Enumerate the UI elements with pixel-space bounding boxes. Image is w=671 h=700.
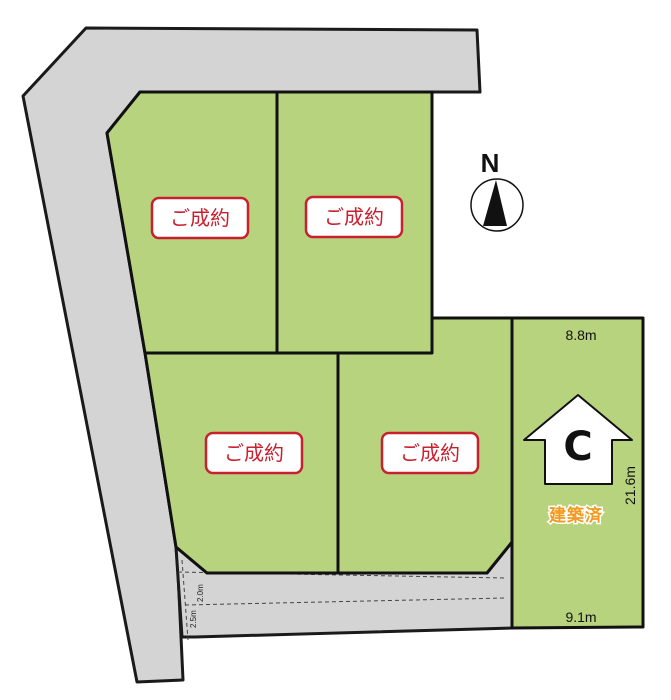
sold-badge-lot-4: ご成約	[380, 431, 480, 475]
sold-badge-frame	[304, 195, 404, 239]
sold-badge-frame	[204, 431, 304, 475]
road-boundary-dashed-upper	[177, 571, 506, 579]
sold-badge-text: ご成約	[224, 441, 284, 465]
built-status-label: 建築済	[549, 505, 603, 526]
road-width-b: 2.0m	[196, 584, 205, 602]
lots	[105, 90, 645, 630]
lot-c-width-top: 8.8m	[565, 327, 596, 343]
road-boundary-dashed-side	[181, 559, 189, 641]
lot-c-details: 8.8m 9.1m 21.6m C 建築済	[523, 327, 638, 625]
sold-badge-lot-3: ご成約	[204, 431, 304, 475]
sold-badge-frame	[380, 431, 480, 475]
sold-badge-lot-2: ご成約	[304, 195, 404, 239]
sold-badge-text: ご成約	[324, 205, 384, 229]
lot-c-width-bottom: 9.1m	[565, 609, 596, 625]
sold-badge-frame	[150, 196, 250, 240]
road-width-a: 2.5m	[189, 610, 198, 628]
sold-badge-lot-1: ご成約	[150, 196, 250, 240]
compass: N	[470, 148, 524, 232]
compass-north-label: N	[481, 148, 500, 178]
road-boundary-dashed-lower	[184, 597, 506, 606]
lot-c-depth: 21.6m	[622, 466, 638, 505]
sold-badge-text: ご成約	[400, 441, 460, 465]
lot-c-label: C	[563, 424, 592, 470]
north-arrow-icon	[483, 180, 507, 226]
house-icon	[523, 394, 633, 485]
sold-badge-text: ご成約	[170, 206, 230, 230]
